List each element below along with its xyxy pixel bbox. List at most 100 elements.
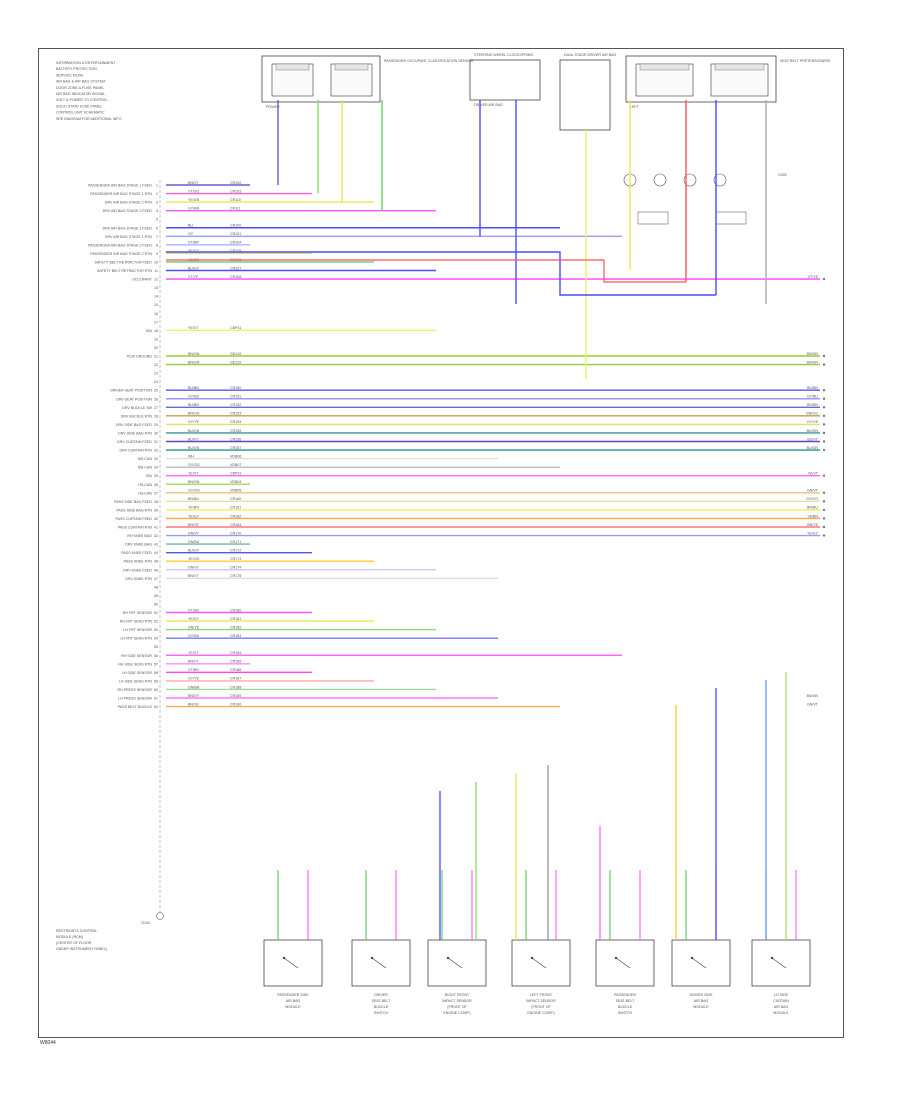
wire-color-code: BU/VT [188, 437, 199, 441]
wire-color-code: GY/OG [188, 489, 200, 493]
connector-pin-row: 23 [154, 372, 158, 376]
wire-color-code: BU/GN [188, 446, 200, 450]
connector-terminal [822, 508, 826, 512]
right-wire-tag: GY/OG [806, 497, 818, 501]
component-caption: CURTAIN [773, 999, 789, 1003]
pin-number: 51 [154, 611, 158, 615]
connector-terminal [822, 389, 826, 392]
inline-connector [715, 211, 747, 225]
circuit-id: CR182 [230, 625, 241, 629]
pin-label: LH SIDE SENSOR [122, 671, 153, 675]
pin-label: IGN [146, 329, 153, 333]
component-caption: SEAT BELT [372, 999, 392, 1003]
component-caption: AIR BAG [286, 999, 301, 1003]
component-outline [261, 55, 381, 103]
wire-color-code: VT/BN [188, 241, 199, 245]
wire-color-code: YE/GY [188, 249, 200, 253]
circuit-id: CR190 [230, 702, 241, 706]
switch-symbol [531, 957, 547, 969]
pin-label: DRV SEAT POSITION [116, 397, 152, 401]
connector-terminal [822, 363, 826, 366]
note-line: INFORMATION & ENTERTAINMENT [56, 61, 116, 65]
circuit-id: CR162 [230, 514, 241, 518]
wire-color-code: GY/BU [188, 395, 200, 399]
wire-color-code: YE/GN [188, 198, 200, 202]
pin-label: RH PRESS SENSOR [117, 688, 152, 692]
ground-eyelet [683, 173, 697, 187]
circuit-id: CR170 [230, 531, 241, 535]
component-caption: IMPACT SENSOR [442, 999, 472, 1003]
connector-pin-row: 49 [154, 594, 158, 598]
connector-terminal [822, 414, 826, 418]
component-outline [511, 939, 571, 987]
connector-terminal [822, 448, 826, 452]
pin-number: 39 [154, 508, 158, 512]
pin-number: 62 [154, 705, 158, 709]
component-caption: ENGINE COMP.) [527, 1011, 554, 1015]
module-label-line: RESTRAINTS CONTROL [56, 929, 97, 933]
top-component-occupant-sensor: PASSENGER OCCUPANT CLASSIFICATION SENSOR… [261, 55, 474, 109]
wire-color-code: VT/BN [188, 668, 199, 672]
pin-number: 42 [154, 534, 158, 538]
pin-label: PASS CURTAIN RTN [118, 526, 153, 530]
pin-label: DRV AIR BAG STAGE 1 RTN [105, 235, 153, 239]
component-caption: ENGINE COMP.) [443, 1011, 470, 1015]
pin-label: DRV AIR BAG STAGE 2 FEED [103, 209, 153, 213]
pin-label: PASS SIDE BAG FEED [114, 500, 152, 504]
circuit-id: CR110 [230, 198, 241, 202]
wire-color-code: VT/YE [188, 275, 199, 279]
connector-header [714, 63, 765, 71]
wire-color-code: GN/BU [188, 540, 200, 544]
wire-color-code: BU [188, 224, 193, 228]
pin-number: 31 [154, 440, 158, 444]
ground-symbol [156, 912, 164, 920]
pin-number: 22 [154, 363, 158, 367]
note-line: AIR BAG & AIR BAG SYSTEM [56, 80, 105, 84]
circuit-id: CR163 [230, 523, 241, 527]
component-caption: DRIVER SIDE [690, 993, 714, 997]
pin-number: 54 [154, 637, 158, 641]
component-caption: SWITCH [618, 1011, 633, 1015]
right-wire-tag: YE/GY [807, 531, 819, 535]
pin-label: PASS BELT BUCKLE [118, 705, 153, 709]
circuit-id: CBP31 [230, 326, 241, 330]
pin-number: 55 [154, 645, 158, 649]
pin-label: PASS CURTAIN FEED [115, 517, 152, 521]
wire-color-code: GY/YE [188, 677, 200, 681]
note-line: SEE DIAGRAM FOR ADDITIONAL INFO [56, 117, 122, 121]
circuit-id: CR100 [230, 224, 241, 228]
right-wire-tag: GN/VT [807, 489, 819, 493]
pin-label: MS-CAN [138, 457, 153, 461]
circuit-id: CR107 [230, 266, 241, 270]
component-sub: DRIVER AIR BAG [474, 103, 503, 107]
circuit-id: VDB05 [230, 489, 241, 493]
pin-label: DRV AIR BAG STAGE 1 FEED [103, 226, 153, 230]
switch-contact [770, 956, 774, 960]
pin-label: DRV AIR BAG STAGE 2 RTN [105, 201, 153, 205]
component-caption: BUCKLE [618, 1005, 633, 1009]
component-caption: MODULE [773, 1011, 789, 1015]
pin-label: DRV BUCKLE SW [122, 406, 152, 410]
